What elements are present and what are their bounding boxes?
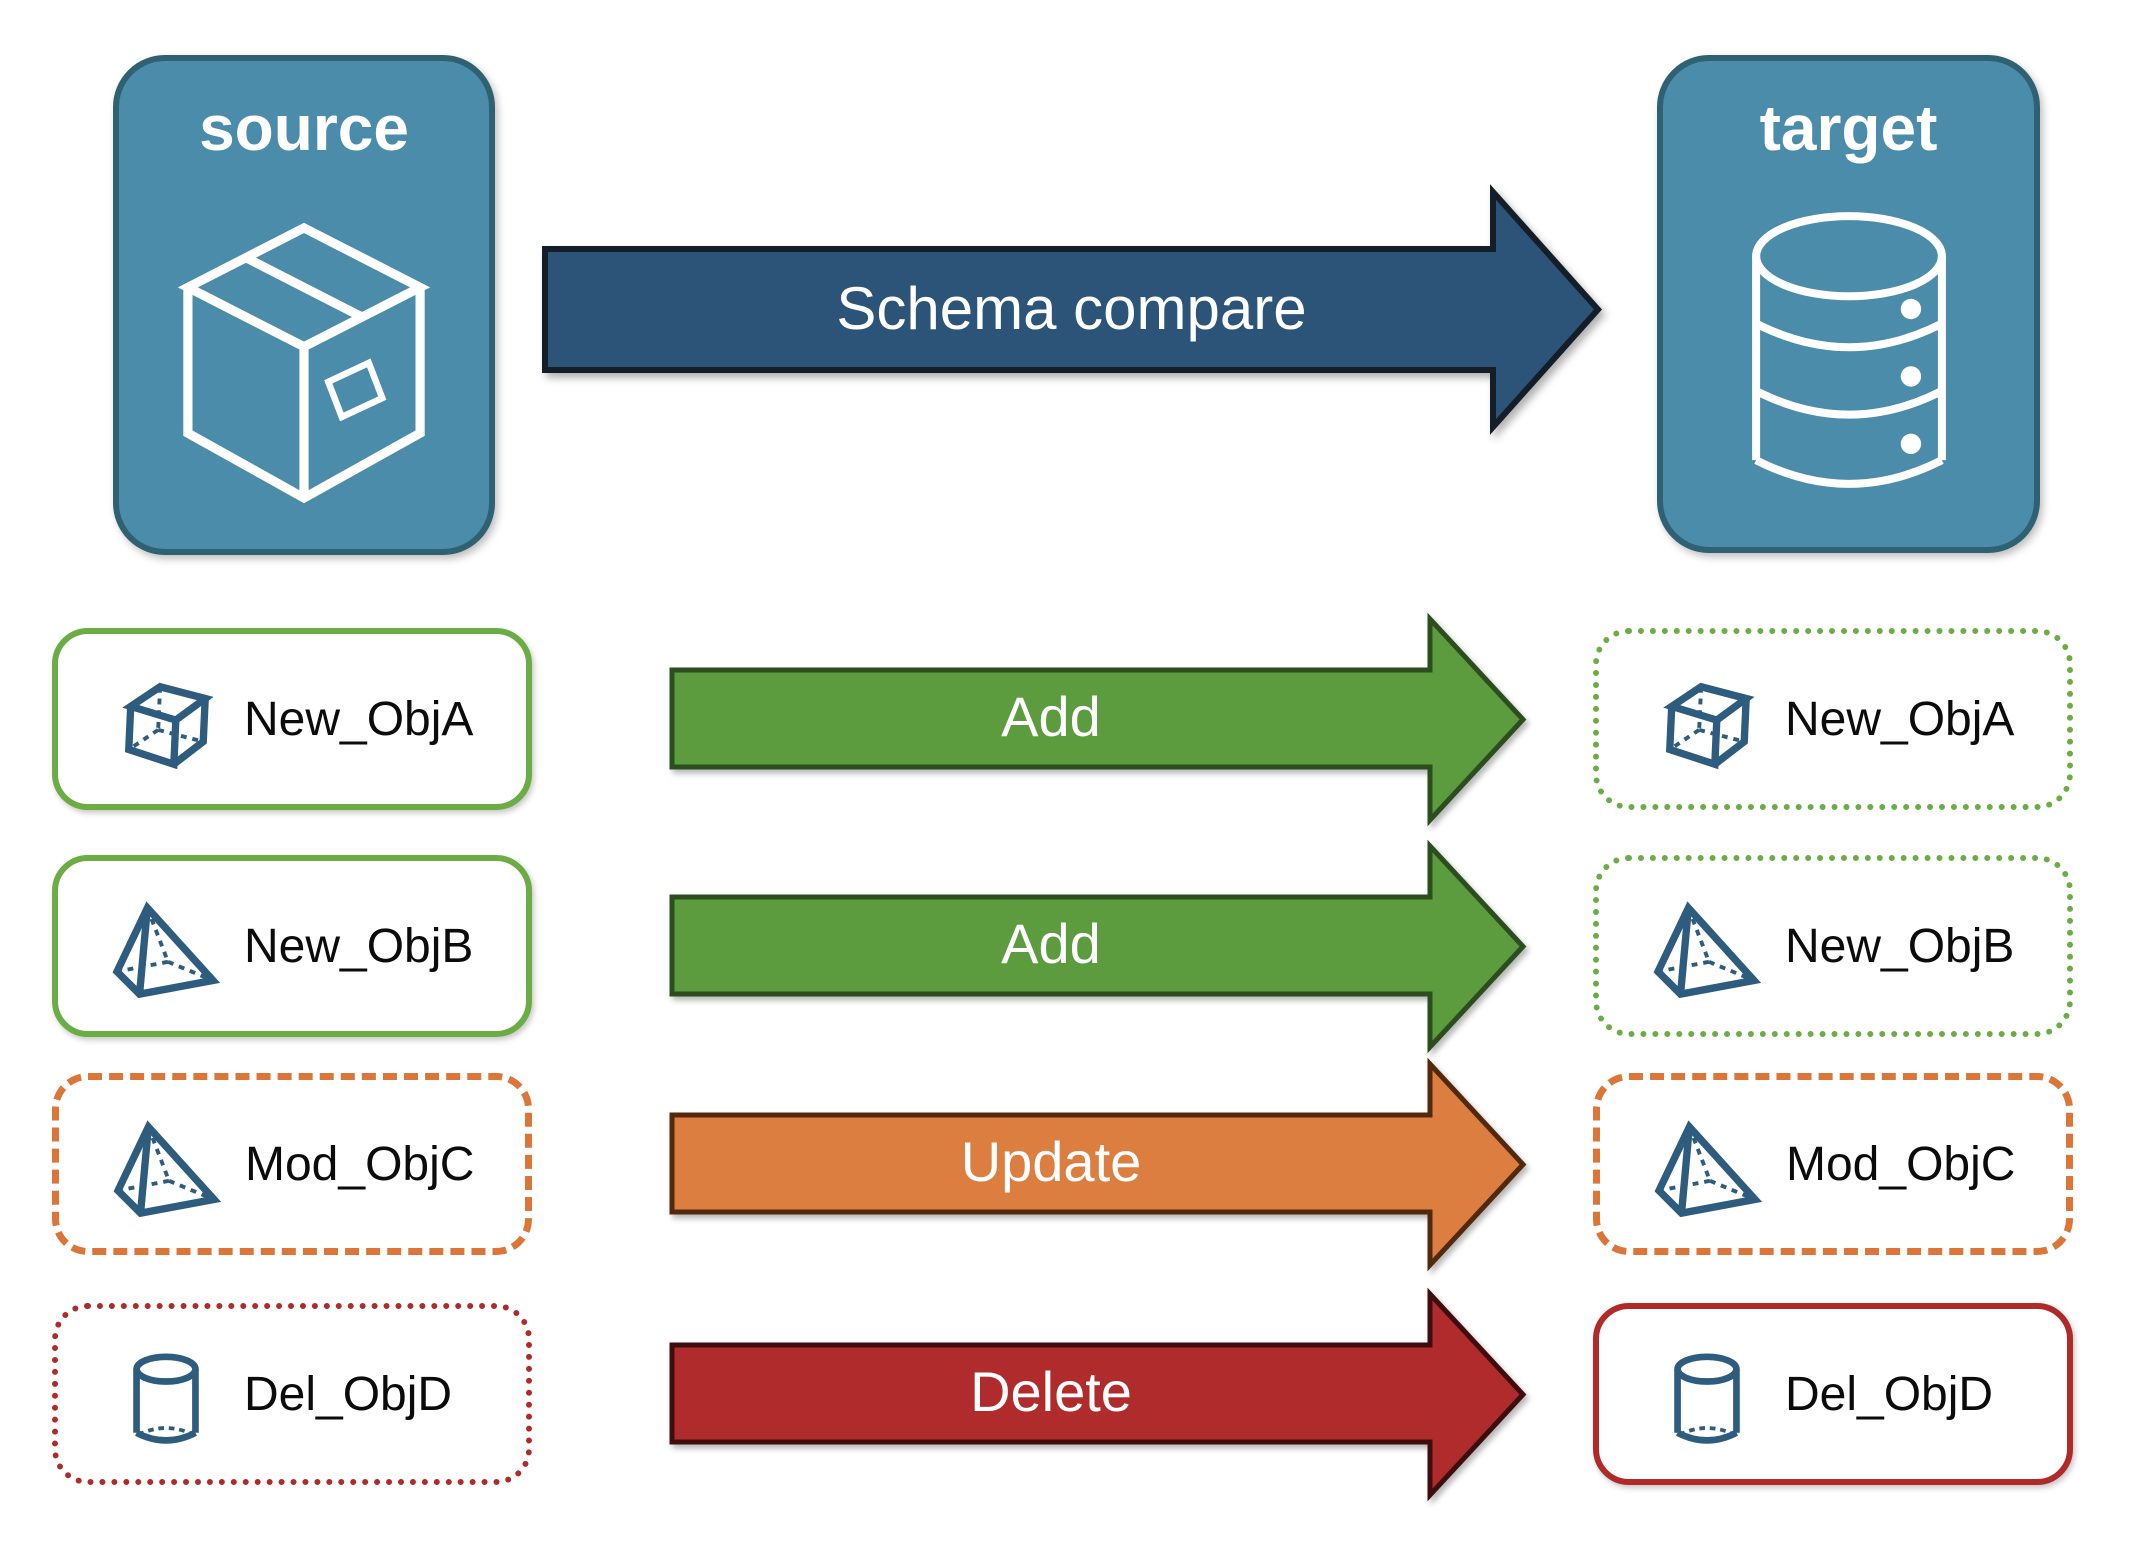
database-icon [1751,212,1946,488]
cube-icon [1663,682,1755,770]
cube-icon [110,674,222,776]
package-box-icon [177,222,431,504]
action-arrow [669,1287,1527,1502]
source-object-card: Del_ObjD [52,1303,532,1485]
source-node-label: source [199,92,409,164]
cylinder-icon [1674,1352,1740,1444]
object-name: Del_ObjD [1785,1367,1994,1421]
target-object-card: Del_ObjD [1593,1303,2073,1485]
source-object-card: Mod_ObjC [52,1073,532,1255]
action-arrow-label: Add [1001,912,1101,975]
pyramid-icon [112,901,221,999]
schema-compare-arrow-label: Schema compare [836,274,1307,342]
target-object-card: New_ObjA [1593,628,2073,810]
object-name: New_ObjB [244,919,474,973]
object-name: Mod_ObjC [1786,1137,2016,1191]
target-object-card: New_ObjB [1593,855,2073,1037]
cube-icon [1651,674,1763,776]
pyramid-icon [1653,901,1762,999]
target-node: target [1657,55,2040,553]
cube-icon [122,682,214,770]
pyramid-icon [111,1120,223,1222]
object-name: Del_ObjD [244,1367,453,1421]
pyramid-icon [1654,1120,1763,1218]
action-arrow [669,612,1527,827]
cylinder-icon [1651,1349,1763,1451]
schema-compare-arrow [542,184,1603,435]
action-arrow-label: Update [960,1130,1142,1193]
object-name: New_ObjB [1785,919,2015,973]
target-node-label: target [1759,92,1938,164]
pyramid-icon [113,1120,222,1218]
action-arrow [669,839,1527,1054]
source-object-card: New_ObjB [52,855,532,1037]
pyramid-icon [1651,901,1763,1003]
pyramid-icon [110,901,222,1003]
source-node: source [113,55,495,555]
action-arrow [669,1057,1527,1272]
action-arrow-label: Add [1001,685,1101,748]
action-arrow-label: Delete [970,1360,1132,1423]
object-name: New_ObjA [244,692,474,746]
cylinder-icon [110,1349,222,1451]
object-name: Mod_ObjC [245,1137,475,1191]
pyramid-icon [1652,1120,1764,1222]
source-object-card: New_ObjA [52,628,532,810]
cylinder-icon [133,1352,199,1444]
object-name: New_ObjA [1785,692,2015,746]
target-object-card: Mod_ObjC [1593,1073,2073,1255]
